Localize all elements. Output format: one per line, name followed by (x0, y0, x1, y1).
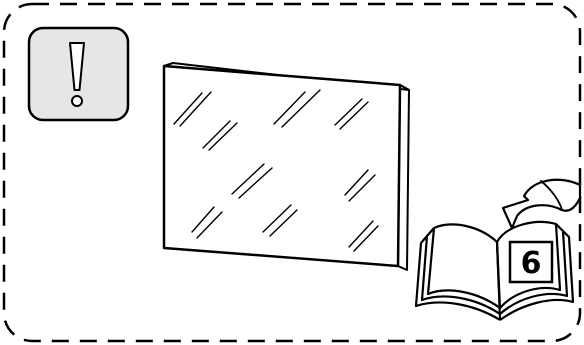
page-turn-arrow-icon (503, 180, 580, 228)
open-manual-book-icon: 6 (416, 222, 573, 320)
glass-mirror-panel-icon (164, 63, 409, 270)
exclamation-warning-icon (29, 28, 128, 120)
page-number: 6 (521, 246, 542, 281)
